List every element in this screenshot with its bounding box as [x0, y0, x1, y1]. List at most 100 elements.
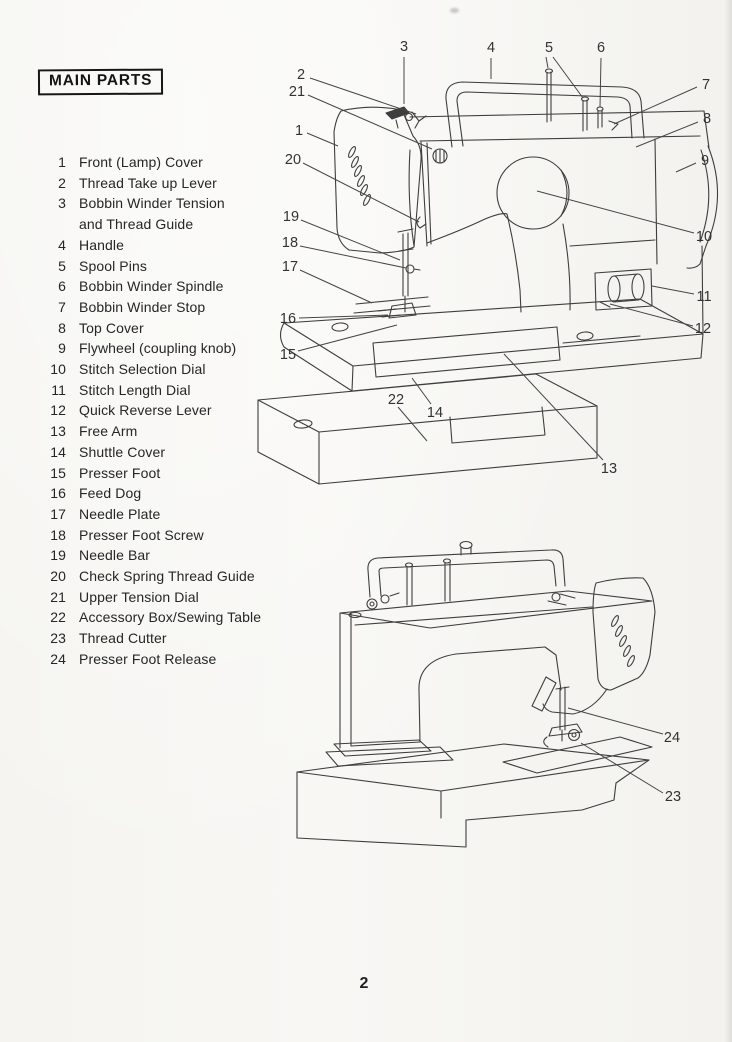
part-number: 2 — [58, 174, 66, 191]
part-number: 21 — [50, 588, 66, 605]
part-number: 6 — [58, 278, 66, 295]
part-number: 1 — [58, 154, 66, 170]
sewing-machine-rear-illustration — [296, 540, 656, 848]
leader-line — [397, 406, 428, 442]
leader-line — [411, 377, 432, 405]
part-label: Top Cover — [79, 319, 144, 336]
callout-5: 5 — [545, 40, 553, 56]
callout-3: 3 — [400, 39, 408, 55]
part-number: 15 — [50, 464, 66, 481]
callout-22: 22 — [388, 392, 404, 408]
leader-line — [536, 190, 695, 234]
leader-line — [309, 77, 417, 115]
leader-line — [503, 353, 604, 461]
leader-line — [306, 132, 339, 147]
callout-16: 16 — [280, 311, 296, 327]
callout-17: 17 — [282, 259, 298, 275]
callout-2: 2 — [297, 67, 305, 83]
free-arm-base — [279, 298, 704, 392]
parts-list-item: 10 Stitch Selection Dial — [40, 359, 292, 380]
part-label: Presser Foot Screw — [79, 526, 204, 543]
parts-list-item: 15 Presser Foot — [40, 463, 292, 484]
part-label: Bobbin Winder Stop — [79, 298, 206, 315]
top-cover — [409, 110, 705, 142]
leader-line — [298, 314, 389, 319]
needle-assembly — [353, 216, 431, 319]
scan-artifact — [450, 8, 459, 13]
handle — [367, 549, 566, 598]
top-hardware — [348, 592, 576, 619]
parts-list-item: 2 Thread Take up Lever — [40, 173, 292, 194]
page-number: 2 — [359, 975, 369, 992]
callout-7: 7 — [702, 77, 710, 93]
part-label: Needle Bar — [79, 547, 151, 564]
part-label: Thread Take up Lever — [79, 174, 217, 191]
part-number: 11 — [51, 381, 66, 398]
face-plate — [420, 141, 432, 247]
leader-line — [297, 324, 398, 352]
callout-12: 12 — [695, 321, 711, 337]
leader-line — [609, 303, 694, 327]
callout-19: 19 — [283, 209, 299, 225]
leader-line — [299, 269, 373, 304]
part-number: 16 — [50, 485, 66, 502]
part-number: 20 — [50, 568, 66, 585]
parts-list-item: 4 Handle — [40, 235, 292, 256]
part-number: 9 — [58, 340, 66, 357]
part-number: 19 — [50, 547, 66, 564]
callout-9: 9 — [701, 153, 709, 169]
parts-list-item: 24 Presser Foot Release — [40, 649, 292, 670]
leader-line — [567, 707, 664, 735]
leader-line — [635, 121, 699, 148]
part-number: 4 — [58, 236, 66, 253]
part-number: 12 — [50, 402, 66, 419]
part-label: Presser Foot Release — [79, 650, 217, 667]
leader-line — [599, 57, 602, 108]
callout-1: 1 — [295, 123, 303, 139]
callout-10: 10 — [696, 229, 712, 245]
part-label: Thread Cutter — [79, 630, 167, 647]
callout-14: 14 — [427, 405, 443, 421]
parts-list-item: 5 Spool Pins — [40, 256, 292, 277]
parts-list-item: 1 Front (Lamp) Cover — [40, 152, 292, 173]
part-number: 5 — [58, 257, 66, 274]
upper-tension-dial — [432, 148, 448, 164]
part-label: Front (Lamp) Cover — [79, 154, 203, 170]
handle-knob — [459, 540, 473, 556]
leader-line — [580, 742, 664, 794]
thread-take-up-lever — [411, 111, 427, 129]
part-label: Flywheel (coupling knob) — [79, 340, 237, 357]
part-number: 13 — [50, 423, 66, 440]
part-number: 24 — [50, 650, 66, 667]
part-label: Presser Foot — [79, 464, 161, 481]
leader-line — [545, 56, 549, 69]
part-number: 14 — [50, 443, 66, 460]
callout-23: 23 — [665, 789, 681, 805]
part-label: Handle — [79, 236, 124, 253]
part-number: 18 — [50, 526, 66, 543]
callout-21: 21 — [289, 84, 305, 100]
lamp-cover — [333, 106, 422, 254]
callout-6: 6 — [597, 40, 605, 56]
callout-11: 11 — [696, 289, 711, 305]
part-label: Spool Pins — [79, 257, 147, 274]
spool-pins — [404, 558, 452, 606]
leader-line — [651, 285, 695, 295]
leader-line — [675, 162, 697, 173]
callout-20: 20 — [285, 152, 301, 168]
part-label: Stitch Selection Dial — [79, 361, 206, 378]
part-number: 10 — [50, 361, 66, 378]
part-label: Check Spring Thread Guide — [79, 568, 255, 585]
part-number: 22 — [50, 609, 66, 626]
leader-line — [552, 56, 584, 99]
part-label: Bobbin Winder Tension and Thread Guide — [79, 195, 225, 233]
parts-list-item: 18 Presser Foot Screw — [40, 525, 292, 546]
